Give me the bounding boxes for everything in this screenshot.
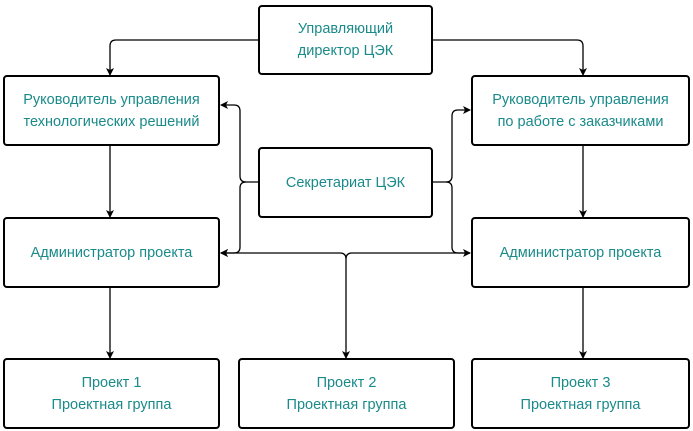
node-label: Управляющий bbox=[297, 21, 394, 37]
node-label: директор ЦЭК bbox=[297, 43, 394, 59]
edge-secretariat-head-clients bbox=[433, 106, 471, 183]
node-label: Проектная группа bbox=[286, 396, 407, 413]
node-project2[interactable]: Проект 2 Проектная группа bbox=[238, 358, 455, 429]
node-label: Проект 3 bbox=[550, 374, 611, 391]
edge-admin-right-admin-left bbox=[220, 249, 470, 260]
node-label: Проектная группа bbox=[51, 396, 172, 413]
node-admin-right[interactable]: Администратор проекта bbox=[471, 217, 690, 288]
edge-secretariat-head-tech bbox=[220, 101, 258, 183]
node-project3[interactable]: Проект 3 Проектная группа bbox=[471, 358, 690, 429]
node-label: Администратор проекта bbox=[499, 244, 662, 261]
node-project1[interactable]: Проект 1 Проектная группа bbox=[3, 358, 220, 429]
edge-secretariat-admin-left bbox=[220, 181, 247, 257]
node-label: по работе с заказчиками bbox=[497, 113, 664, 130]
node-label: Проект 2 bbox=[316, 374, 377, 391]
node-label: технологических решений bbox=[23, 113, 200, 130]
node-secretariat[interactable]: Секретариат ЦЭК bbox=[258, 147, 433, 218]
node-label: Администратор проекта bbox=[30, 244, 193, 261]
node-director[interactable]: Управляющий директор ЦЭК bbox=[258, 5, 433, 75]
node-label: Руководитель управления bbox=[492, 91, 669, 108]
edge-director-head-clients bbox=[433, 39, 587, 76]
node-head-clients[interactable]: Руководитель управления по работе с заказ… bbox=[471, 75, 690, 146]
node-label: Секретариат ЦЭК bbox=[285, 174, 406, 191]
node-head-tech[interactable]: Руководитель управления технологических р… bbox=[3, 75, 220, 146]
edge-secretariat-admin-right bbox=[445, 181, 471, 257]
node-label: Проектная группа bbox=[520, 396, 641, 413]
node-label: Руководитель управления bbox=[23, 91, 200, 108]
node-label: Проект 1 bbox=[81, 374, 142, 391]
edge-director-head-tech bbox=[106, 39, 258, 76]
node-admin-left[interactable]: Администратор проекта bbox=[3, 217, 220, 288]
